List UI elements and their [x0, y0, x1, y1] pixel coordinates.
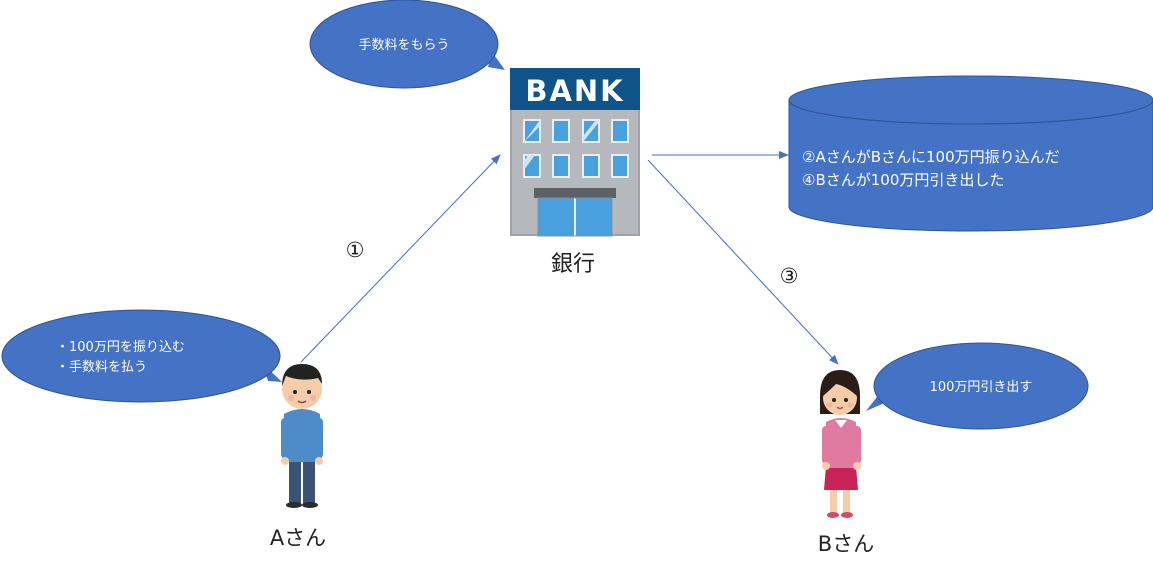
ledger-line-2: ④Bさんが100万円引き出した	[802, 171, 1004, 189]
ledger-line-1: ②AさんがBさんに100万円振り込んだ	[802, 148, 1060, 166]
person-b-label: Bさん	[818, 532, 874, 556]
person-b-icon	[820, 370, 861, 518]
bank-label: 銀行	[551, 252, 595, 277]
person-b-speech-bubble: 100万円引き出す	[866, 342, 1089, 430]
person-a-speech-bubble: ・100万円を振り込む ・手数料を払う	[1, 309, 282, 403]
bank-sign-text: BANK	[525, 74, 624, 108]
bank-bubble-text: 手数料をもらう	[358, 38, 449, 53]
person-a-label: Aさん	[270, 526, 326, 550]
person-a-bubble-line-1: ・100万円を振り込む	[56, 340, 185, 355]
bank-speech-bubble: 手数料をもらう	[309, 0, 505, 89]
person-a-bubble-line-2: ・手数料を払う	[56, 360, 147, 375]
bank-building-icon: BANK	[510, 68, 640, 237]
ledger-database: ②AさんがBさんに100万円振り込んだ ④Bさんが100万円引き出した	[788, 75, 1153, 232]
person-b-bubble-text: 100万円引き出す	[930, 380, 1033, 395]
step-3-label: ③	[780, 264, 799, 288]
step-1-label: ①	[346, 238, 365, 262]
arrow-a-to-bank	[300, 154, 501, 363]
arrow-bank-to-b	[647, 159, 839, 365]
person-a-icon	[281, 364, 323, 508]
